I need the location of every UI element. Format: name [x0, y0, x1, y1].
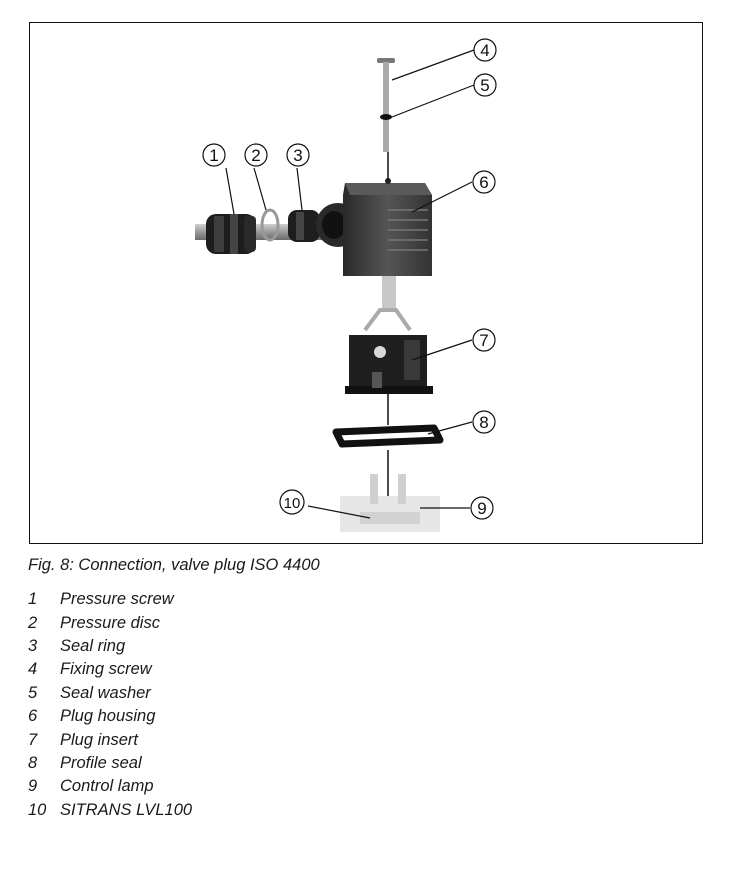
- fixing-screw-part: [377, 58, 395, 180]
- callout-4-label: 4: [480, 41, 489, 60]
- callout-1-label: 1: [209, 146, 218, 165]
- callout-9: 9: [470, 496, 494, 520]
- exploded-view-illustration: 1 2 3 4 5 6 7 8: [195, 38, 497, 532]
- control-lamp-part: [340, 474, 440, 532]
- list-item: 2 Pressure disc: [28, 611, 192, 634]
- seal-ring-part: [288, 210, 320, 242]
- item-number: 6: [28, 707, 38, 726]
- item-number: 4: [28, 660, 38, 679]
- callout-5-label: 5: [480, 76, 489, 95]
- item-label: Seal washer: [60, 683, 151, 702]
- pressure-disc-part: [260, 208, 280, 242]
- callout-5: 5: [473, 73, 497, 97]
- list-item: 3 Seal ring: [28, 635, 192, 658]
- item-number: 2: [28, 613, 38, 632]
- parts-legend: 1 Pressure screw 2 Pressure disc 3 Seal rin…: [28, 588, 192, 822]
- callouts: 1 2 3 4 5 6 7 8: [202, 38, 497, 520]
- callout-6: 6: [472, 170, 496, 194]
- item-number: 7: [28, 730, 38, 749]
- seal-washer-part: [380, 114, 392, 120]
- item-number: 10: [28, 800, 47, 819]
- item-number: 3: [28, 636, 38, 655]
- callout-2: 2: [244, 143, 268, 167]
- callout-7: 7: [472, 328, 496, 352]
- figure-caption: Fig. 8: Connection, valve plug ISO 4400: [28, 556, 320, 574]
- callout-10-label: 10: [284, 495, 301, 512]
- callout-6-label: 6: [479, 173, 488, 192]
- item-number: 9: [28, 777, 38, 796]
- list-item: 5 Seal washer: [28, 682, 192, 705]
- item-number: 8: [28, 753, 38, 772]
- item-label: Pressure disc: [60, 613, 160, 632]
- pressure-screw-part: [206, 214, 256, 254]
- list-item: 4 Fixing screw: [28, 658, 192, 681]
- item-label: Plug insert: [60, 730, 138, 749]
- callout-8-label: 8: [479, 413, 488, 432]
- item-label: Pressure screw: [60, 590, 174, 609]
- list-item: 1 Pressure screw: [28, 588, 192, 611]
- list-item: 10 SITRANS LVL100: [28, 799, 192, 822]
- callout-7-label: 7: [479, 331, 488, 350]
- plug-housing-part: [316, 178, 432, 276]
- item-label: SITRANS LVL100: [60, 800, 193, 819]
- item-label: Profile seal: [60, 753, 142, 772]
- callout-1: 1: [202, 143, 226, 167]
- list-item: 7 Plug insert: [28, 728, 192, 751]
- plug-insert-part: [345, 335, 433, 425]
- callout-3: 3: [286, 143, 310, 167]
- item-label: Plug housing: [60, 707, 156, 726]
- profile-seal-part: [332, 424, 444, 500]
- connector-wires: [363, 276, 412, 332]
- item-label: Seal ring: [60, 636, 126, 655]
- leader-lines: [225, 49, 475, 519]
- callout-4: 4: [473, 38, 497, 62]
- callout-8: 8: [472, 410, 496, 434]
- callout-10: 10: [279, 489, 305, 515]
- list-item: 8 Profile seal: [28, 752, 192, 775]
- item-number: 1: [28, 590, 38, 609]
- list-item: 9 Control lamp: [28, 775, 192, 798]
- callout-2-label: 2: [251, 146, 260, 165]
- item-number: 5: [28, 683, 38, 702]
- callout-9-label: 9: [477, 499, 486, 518]
- item-label: Control lamp: [60, 777, 154, 796]
- list-item: 6 Plug housing: [28, 705, 192, 728]
- figure-frame: [29, 22, 703, 544]
- callout-3-label: 3: [293, 146, 302, 165]
- item-label: Fixing screw: [60, 660, 152, 679]
